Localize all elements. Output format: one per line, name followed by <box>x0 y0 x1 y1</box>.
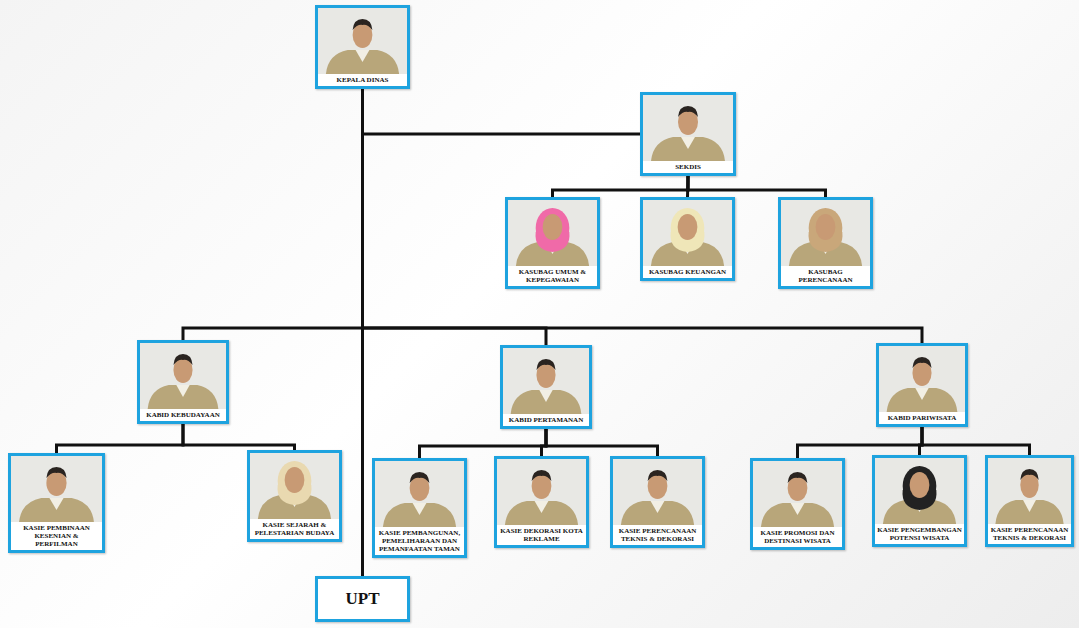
portrait <box>508 200 597 266</box>
portrait-figure <box>875 458 964 524</box>
position-title: KASIE PEMBINAAN KESENIAN & PERFILMAN <box>11 522 102 550</box>
portrait <box>781 200 870 266</box>
position-title: KASIE PERENCANAAN TEKNIS & DEKORASI <box>988 524 1071 544</box>
org-connector <box>183 89 363 340</box>
portrait-figure <box>643 200 732 266</box>
portrait-figure <box>497 459 586 525</box>
portrait-figure <box>613 459 702 525</box>
person-box: KASIE PERENCANAAN TEKNIS & DEKORASI <box>985 455 1074 547</box>
portrait <box>643 95 733 161</box>
org-connector <box>922 427 1030 455</box>
position-title: KASIE PENGEMBANGAN POTENSI WISATA <box>875 524 964 544</box>
portrait <box>140 343 226 409</box>
person-box: KASIE SEJARAH & PELESTARIAN BUDAYA <box>247 450 342 542</box>
position-title: KASUBAG KEUANGAN <box>643 266 732 278</box>
person-box: KASIE PROMOSI DAN DESTINASI WISATA <box>750 458 845 550</box>
org-connector <box>57 424 184 453</box>
portrait <box>879 346 965 412</box>
position-title: SEKDIS <box>643 161 733 173</box>
org-connector <box>688 176 826 197</box>
org-connector <box>363 89 923 343</box>
org-connector <box>553 176 689 197</box>
person-box: KASIE PERENCANAAN TEKNIS & DEKORASI <box>610 456 705 548</box>
position-title: KASUBAG PERENCANAAN <box>781 266 870 286</box>
portrait-figure <box>11 456 102 522</box>
portrait <box>250 453 339 519</box>
person-box: KASIE PEMBINAAN KESENIAN & PERFILMAN <box>8 453 105 553</box>
person-box: KASUBAG UMUM & KEPEGAWAIAN <box>505 197 600 289</box>
portrait-figure <box>250 453 339 519</box>
org-connector <box>798 427 923 458</box>
org-connector <box>183 424 295 450</box>
portrait <box>11 456 102 522</box>
person-box: KASIE PEMBANGUNAN, PEMELIHARAAN DAN PEMA… <box>372 458 467 558</box>
portrait-figure <box>140 343 226 409</box>
person-box: KABID KEBUDAYAAN <box>137 340 229 424</box>
portrait-figure <box>503 348 589 414</box>
portrait-figure <box>753 461 842 527</box>
portrait <box>613 459 702 525</box>
person-box: KASUBAG KEUANGAN <box>640 197 735 281</box>
portrait <box>988 458 1071 524</box>
portrait <box>497 459 586 525</box>
portrait <box>753 461 842 527</box>
org-connector <box>363 89 641 134</box>
person-box: KASIE PENGEMBANGAN POTENSI WISATA <box>872 455 967 547</box>
portrait <box>643 200 732 266</box>
person-box: KABID PARIWISATA <box>876 343 968 427</box>
position-title: KASIE PEMBANGUNAN, PEMELIHARAAN DAN PEMA… <box>375 527 464 555</box>
person-box: KASIE DEKORASI KOTA REKLAME <box>494 456 589 548</box>
person-box: SEKDIS <box>640 92 736 176</box>
portrait-figure <box>879 346 965 412</box>
position-title: KASIE PERENCANAAN TEKNIS & DEKORASI <box>613 525 702 545</box>
portrait-figure <box>988 458 1071 524</box>
person-box: KEPALA DINAS <box>315 5 410 89</box>
portrait-figure <box>508 200 597 266</box>
person-box: KASUBAG PERENCANAAN <box>778 197 873 289</box>
position-title: KASIE SEJARAH & PELESTARIAN BUDAYA <box>250 519 339 539</box>
org-connector <box>361 89 364 576</box>
org-connector <box>420 429 547 458</box>
position-title: KABID PARIWISATA <box>879 412 965 424</box>
portrait-figure <box>781 200 870 266</box>
position-title: UPT <box>318 579 407 619</box>
position-title: KASIE DEKORASI KOTA REKLAME <box>497 525 586 545</box>
org-connector <box>546 429 658 456</box>
position-title: KEPALA DINAS <box>318 74 407 86</box>
position-title: KABID KEBUDAYAAN <box>140 409 226 421</box>
position-title: KASIE PROMOSI DAN DESTINASI WISATA <box>753 527 842 547</box>
portrait <box>875 458 964 524</box>
portrait <box>318 8 407 74</box>
person-box: KABID PERTAMANAN <box>500 345 592 429</box>
portrait-figure <box>643 95 733 161</box>
portrait-figure <box>318 8 407 74</box>
portrait <box>375 461 464 527</box>
portrait <box>503 348 589 414</box>
unit-box: UPT <box>315 576 410 622</box>
portrait-figure <box>375 461 464 527</box>
position-title: KABID PERTAMANAN <box>503 414 589 426</box>
position-title: KASUBAG UMUM & KEPEGAWAIAN <box>508 266 597 286</box>
